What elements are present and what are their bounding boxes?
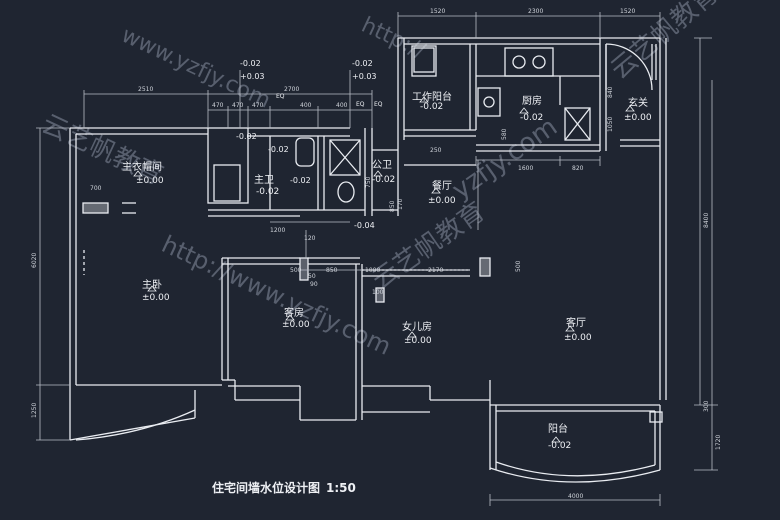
walls	[69, 37, 667, 483]
dim-label: 500	[515, 260, 522, 272]
dim-label: 470	[212, 102, 224, 109]
dim-label: 500	[290, 267, 302, 274]
level-label: -0.02	[240, 59, 261, 68]
room-level-master-bath: -0.02	[256, 187, 279, 197]
level-label: +0.03	[352, 72, 377, 81]
eq-mark: EQ	[276, 93, 285, 100]
dim-label: 1000	[365, 267, 380, 274]
dimension-labels: 1520 2300 1520 2510 2700 470 470 470 400…	[31, 8, 722, 500]
level-label: -0.04	[354, 221, 375, 230]
watermark-text-7: yzfjy.com	[447, 112, 563, 206]
dim-label: 470	[252, 102, 264, 109]
level-label: -0.02	[352, 59, 373, 68]
room-name-daughter-room: 女儿房	[402, 320, 432, 333]
dim-label: 90	[310, 281, 318, 288]
dim-label: 50	[308, 273, 316, 280]
room-level-public-bath: -0.02	[372, 175, 395, 185]
watermark-text-2: http://www.yzfjy.com	[157, 230, 395, 361]
dim-label: 6020	[31, 253, 38, 268]
dim-label: 400	[300, 102, 312, 109]
room-name-master-bedroom: 主卧	[142, 278, 162, 291]
drawing-title-block: 住宅间墙水位设计图 1:50	[212, 480, 356, 495]
dim-label: 1720	[715, 435, 722, 450]
dim-label: 400	[336, 102, 348, 109]
room-level-guest-room: ±0.00	[282, 320, 310, 330]
dimension-lines	[36, 12, 718, 506]
drawing-title: 住宅间墙水位设计图	[212, 480, 320, 495]
eq-mark: EQ	[374, 101, 383, 108]
room-name-living: 客厅	[566, 316, 586, 329]
dim-label: 120	[304, 235, 316, 242]
level-label: -0.02	[236, 132, 257, 141]
room-name-balcony: 阳台	[548, 422, 568, 435]
dim-label: 2700	[284, 86, 299, 93]
dim-label: 250	[430, 147, 442, 154]
dim-label: 1050	[607, 117, 614, 132]
room-level-kitchen: -0.02	[520, 113, 543, 123]
level-label: -0.02	[268, 145, 289, 154]
room-name-entrance: 玄关	[628, 96, 648, 109]
room-level-dining: ±0.00	[428, 196, 456, 206]
dim-label: 850	[326, 267, 338, 274]
room-labels: 主衣帽间 ±0.00 主卧 ±0.00 主卫 -0.02 公卫 -0.02 工作…	[122, 90, 652, 451]
dim-label: 1250	[31, 403, 38, 418]
dim-label: 1200	[270, 227, 285, 234]
dim-label: 170	[397, 198, 404, 210]
dim-label: 1520	[430, 8, 445, 15]
dim-label: 850	[389, 200, 396, 212]
extra-level-labels: -0.02 +0.03 -0.02 +0.03 -0.02 -0.02 -0.0…	[236, 59, 377, 230]
room-name-master-bath: 主卫	[254, 174, 274, 186]
dim-label: 840	[607, 86, 614, 98]
room-name-public-bath: 公卫	[372, 160, 392, 171]
dim-label: 2510	[138, 86, 153, 93]
level-marker-glyphs	[133, 96, 635, 443]
dim-label: 750	[365, 176, 372, 188]
room-level-entrance: ±0.00	[624, 113, 652, 123]
dim-label: 300	[703, 400, 710, 412]
dim-label: 820	[572, 165, 584, 172]
room-name-dining: 餐厅	[432, 179, 452, 192]
dim-label: 580	[501, 128, 508, 140]
level-label: +0.03	[240, 72, 265, 81]
room-name-guest-room: 客房	[284, 306, 304, 319]
room-level-daughter-room: ±0.00	[404, 336, 432, 346]
room-level-work-balcony: -0.02	[420, 102, 443, 112]
dim-label: 2170	[428, 267, 443, 274]
eq-marks: EQ EQ EQ	[276, 93, 383, 108]
level-label: -0.02	[290, 176, 311, 185]
room-level-master-closet: ±0.00	[136, 176, 164, 186]
dim-label: 4000	[568, 493, 583, 500]
dim-label: 470	[232, 102, 244, 109]
watermark-text-1: www.yzfjy.com	[117, 23, 274, 114]
watermark-text-6: 云艺帆教育	[367, 197, 491, 296]
room-name-kitchen: 厨房	[522, 94, 542, 107]
dim-label: 700	[90, 185, 102, 192]
room-name-work-balcony: 工作阳台	[412, 90, 452, 103]
dim-label: 1600	[518, 165, 533, 172]
room-level-balcony: -0.02	[548, 441, 571, 451]
dim-label: 100	[372, 289, 384, 296]
room-level-master-bedroom: ±0.00	[142, 293, 170, 303]
eq-mark: EQ	[356, 101, 365, 108]
room-level-living: ±0.00	[564, 333, 592, 343]
dim-label: 1520	[620, 8, 635, 15]
dim-label: 2300	[528, 8, 543, 15]
drawing-scale: 1:50	[326, 481, 356, 495]
dim-label: 8400	[703, 213, 710, 228]
room-name-master-closet: 主衣帽间	[122, 160, 162, 173]
